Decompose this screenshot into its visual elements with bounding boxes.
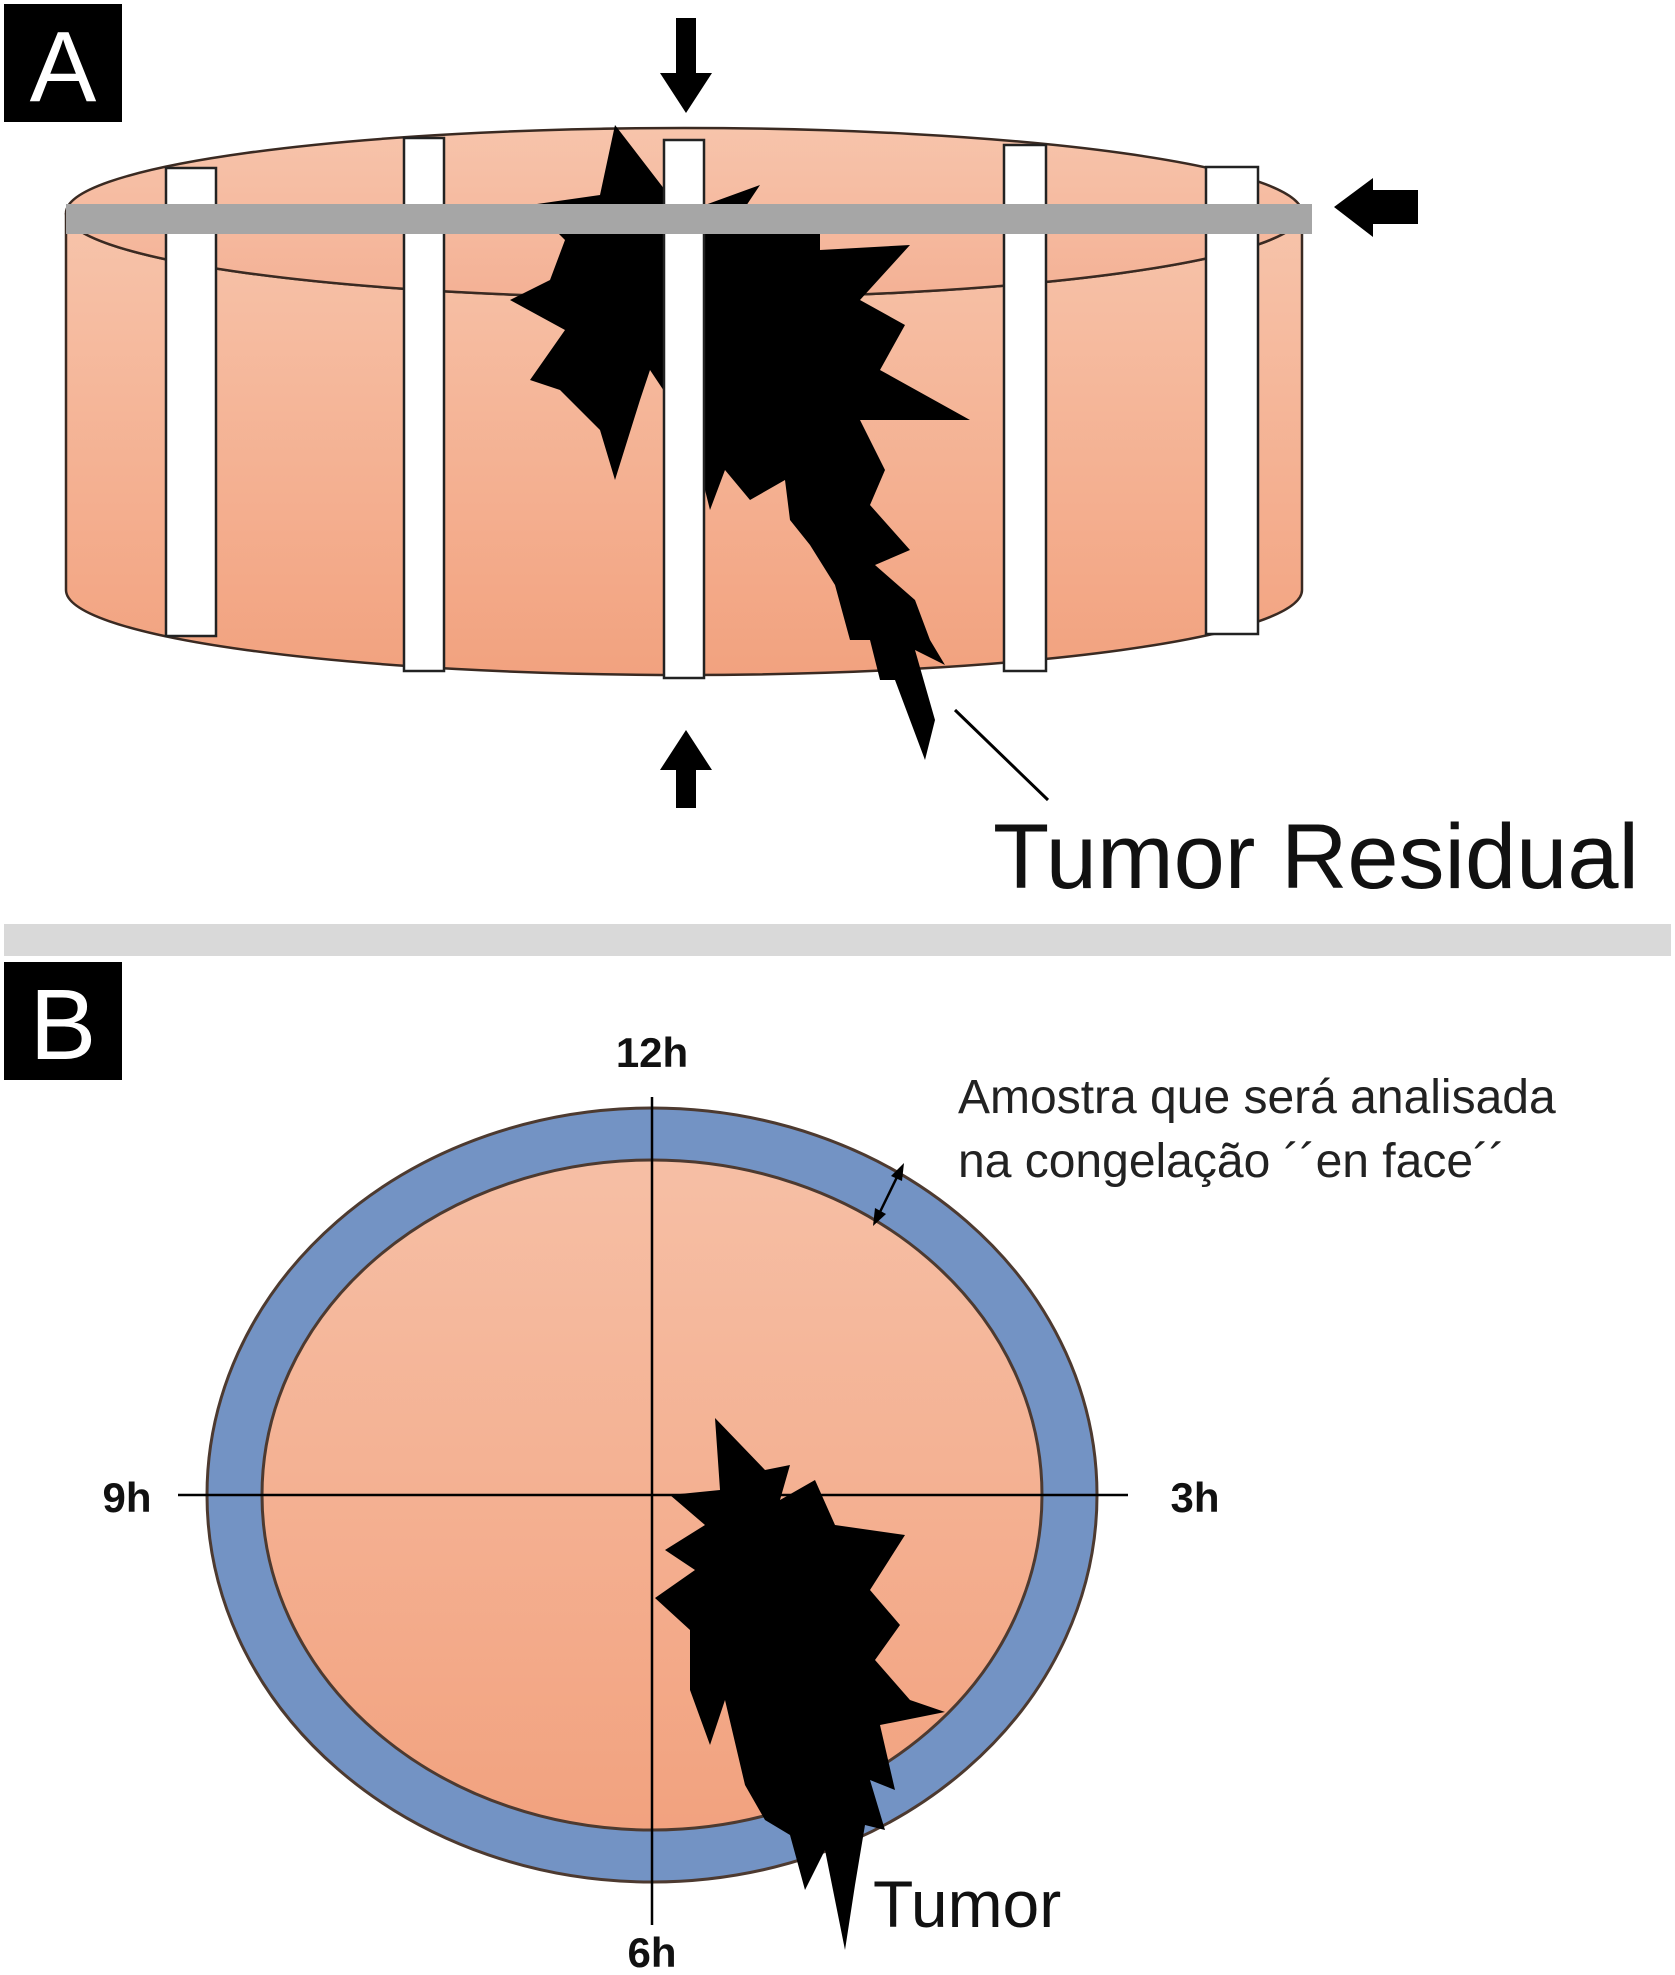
clock-label-9h: 9h	[102, 1474, 151, 1521]
tumor-residual-leader	[953, 708, 1050, 802]
tumor-label: Tumor	[873, 1867, 1061, 1941]
clock-label-12h: 12h	[616, 1029, 688, 1076]
arrow-up-icon	[660, 730, 712, 808]
section-strip-5	[1204, 165, 1260, 636]
clock-label-6h: 6h	[627, 1929, 676, 1975]
clock-label-3h: 3h	[1170, 1474, 1219, 1521]
panel-a-letter: A	[30, 11, 97, 123]
sample-note-line-1: Amostra que será analisada	[958, 1071, 1556, 1124]
panel-divider	[4, 924, 1671, 956]
sample-note-line-2: na congelação ´´en face´´	[958, 1135, 1505, 1188]
panel-a: A Tumor Residual	[4, 4, 1639, 908]
panel-a-letter-box	[4, 4, 122, 122]
panel-b-letter: B	[30, 969, 97, 1081]
section-strip-1	[164, 166, 218, 638]
tumor-residual-label: Tumor Residual	[993, 806, 1639, 908]
horizontal-section-rod	[66, 204, 1312, 234]
panel-b-letter-box	[4, 962, 122, 1080]
tumor-mass	[655, 1418, 945, 1950]
residual-tumor-mass	[510, 125, 970, 760]
panel-b: B 12h 9h 3h 6h Amostra que será analisad…	[4, 962, 1556, 1975]
arrow-left-icon	[1334, 178, 1418, 237]
arrow-down-icon	[660, 18, 712, 113]
margin-thickness-arrow-icon	[873, 1163, 904, 1226]
